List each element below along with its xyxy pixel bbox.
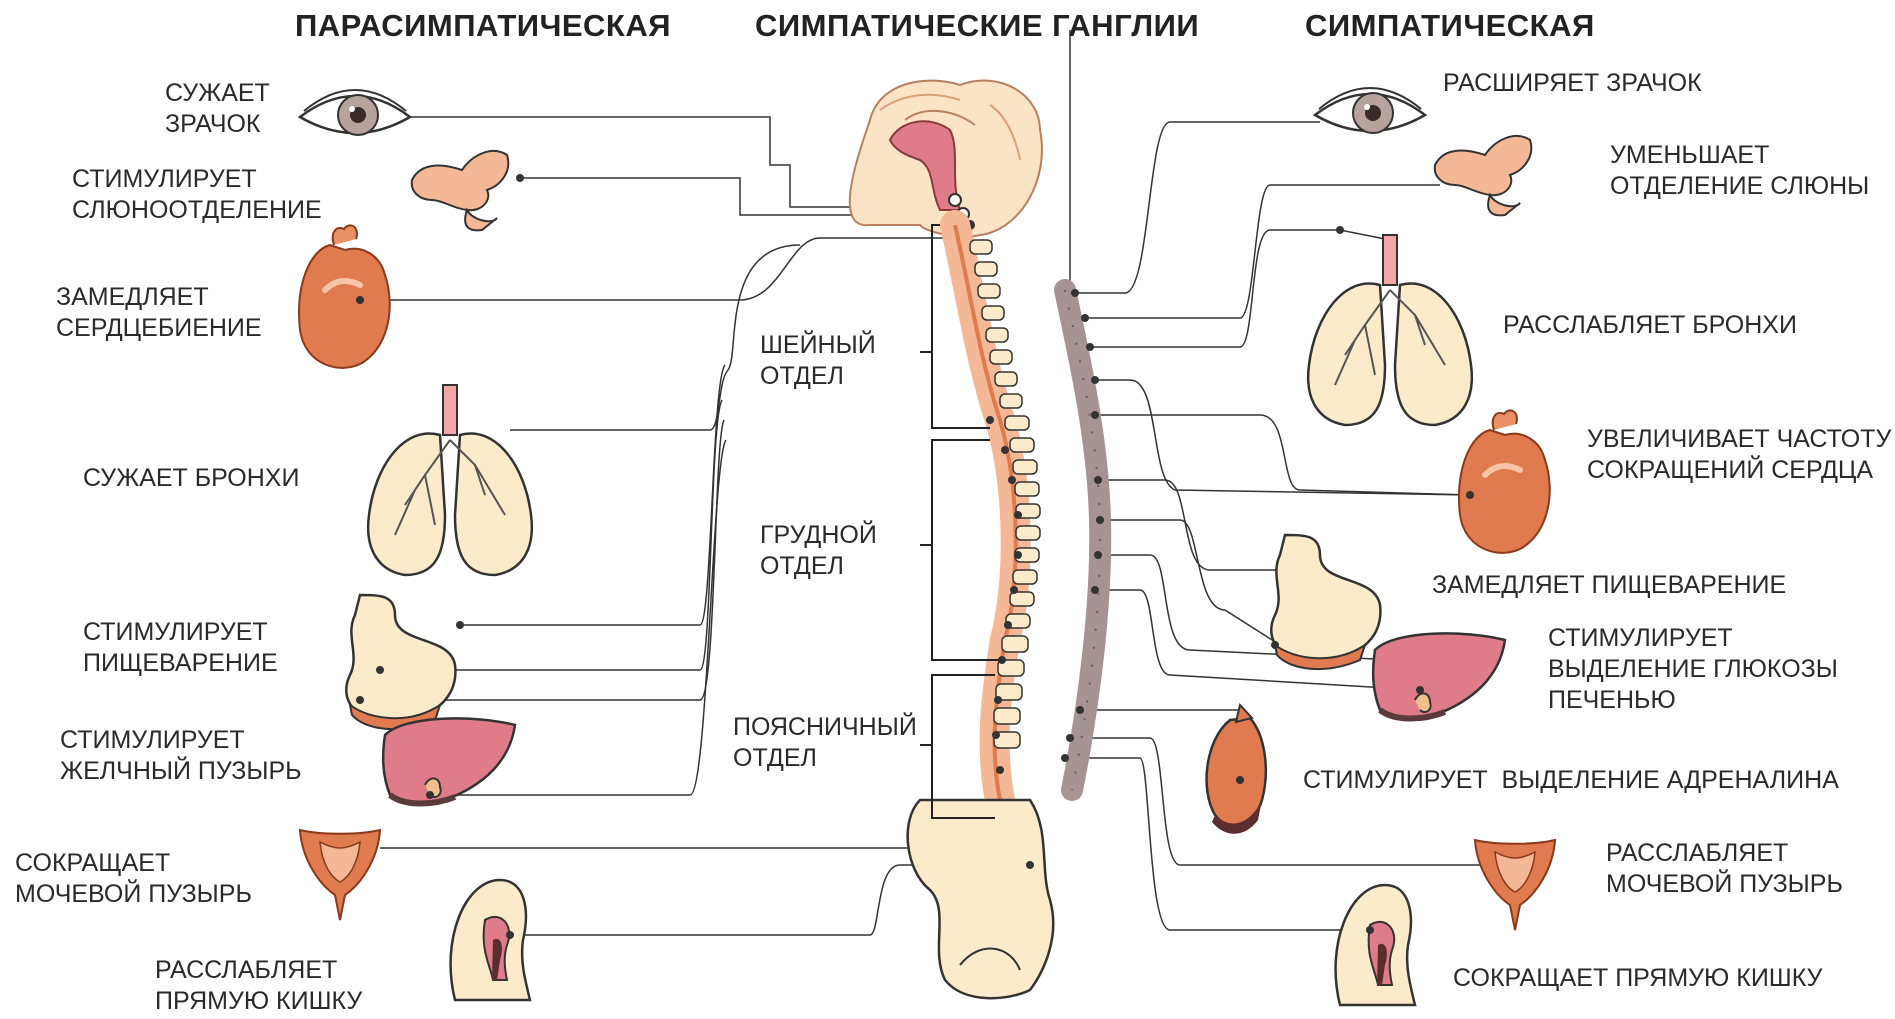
label-right-digestion: ЗАМЕДЛЯЕТ ПИЩЕВАРЕНИЕ	[1432, 570, 1786, 601]
label-right-heart: УВЕЛИЧИВАЕТ ЧАСТОТУ СОКРАЩЕНИЙ СЕРДЦА	[1587, 424, 1891, 486]
left-heart	[299, 225, 390, 367]
left-rectum	[451, 880, 530, 1000]
label-right-saliva: УМЕНЬШАЕТ ОТДЕЛЕНИЕ СЛЮНЫ	[1610, 140, 1869, 202]
label-left-pupil: СУЖАЕТ ЗРАЧОК	[165, 78, 270, 140]
label-right-rectum: СОКРАЩАЕТ ПРЯМУЮ КИШКУ	[1453, 963, 1822, 994]
right-heart	[1459, 410, 1550, 552]
header-sympathetic-ganglia: СИМПАТИЧЕСКИЕ ГАНГЛИИ	[755, 8, 1199, 44]
label-right-adrenaline: СТИМУЛИРУЕТ ВЫДЕЛЕНИЕ АДРЕНАЛИНА	[1303, 765, 1839, 796]
left-stomach	[346, 595, 464, 729]
right-lungs	[1308, 226, 1472, 425]
label-left-rectum: РАССЛАБЛЯЕТ ПРЯМУЮ КИШКУ	[155, 955, 362, 1017]
left-bladder	[300, 830, 380, 920]
label-left-bronchi: СУЖАЕТ БРОНХИ	[83, 463, 299, 494]
left-eye	[300, 90, 410, 135]
label-left-digestion: СТИМУЛИРУЕТ ПИЩЕВАРЕНИЕ	[83, 617, 278, 679]
label-left-heart: ЗАМЕДЛЯЕТ СЕРДЦЕБИЕНИЕ	[56, 282, 262, 344]
label-right-pupil: РАСШИРЯЕТ ЗРАЧОК	[1443, 68, 1702, 99]
right-stomach	[1271, 535, 1380, 669]
right-eye	[1315, 88, 1425, 133]
label-right-glucose: СТИМУЛИРУЕТ ВЫДЕЛЕНИЕ ГЛЮКОЗЫ ПЕЧЕНЬЮ	[1548, 623, 1838, 716]
label-left-bladder: СОКРАЩАЕТ МОЧЕВОЙ ПУЗЫРЬ	[15, 848, 252, 910]
right-bladder	[1475, 840, 1555, 930]
label-right-bronchi: РАССЛАБЛЯЕТ БРОНХИ	[1503, 310, 1797, 341]
right-rectum	[1336, 885, 1415, 1005]
ganglia-chain	[1061, 289, 1104, 790]
right-salivary-gland	[1435, 136, 1532, 215]
header-parasympathetic: ПАРАСИМПАТИЧЕСКАЯ	[295, 8, 671, 44]
spinal-column	[908, 225, 1054, 998]
label-left-gallbladder: СТИМУЛИРУЕТ ЖЕЛЧНЫЙ ПУЗЫРЬ	[60, 725, 302, 787]
right-liver	[1373, 633, 1505, 718]
header-sympathetic: СИМПАТИЧЕСКАЯ	[1305, 8, 1595, 44]
left-salivary-gland	[412, 151, 524, 230]
label-right-bladder: РАССЛАБЛЯЕТ МОЧЕВОЙ ПУЗЫРЬ	[1606, 838, 1843, 900]
label-lumbar: ПОЯСНИЧНЫЙ ОТДЕЛ	[733, 712, 917, 774]
label-cervical: ШЕЙНЫЙ ОТДЕЛ	[760, 330, 876, 392]
left-lungs	[368, 385, 532, 575]
label-thoracic: ГРУДНОЙ ОТДЕЛ	[760, 520, 877, 582]
label-left-saliva: СТИМУЛИРУЕТ СЛЮНООТДЕЛЕНИЕ	[72, 164, 322, 226]
adrenal-kidney	[1207, 705, 1266, 834]
left-liver	[383, 718, 515, 803]
